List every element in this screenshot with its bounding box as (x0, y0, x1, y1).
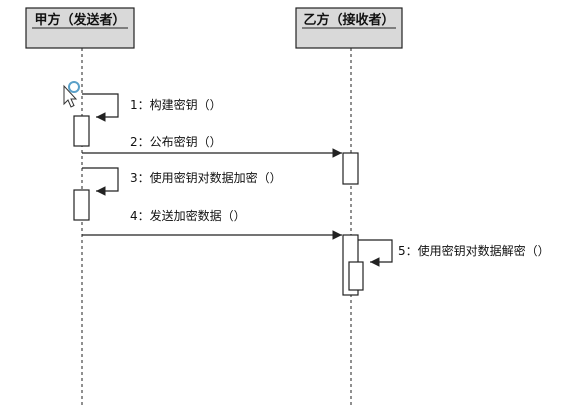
message-1-arrow (82, 93, 119, 122)
message-2-label: 2：公布密钥（） (130, 134, 222, 149)
activation-sender-2 (73, 189, 90, 221)
mouse-cursor-icon (63, 81, 80, 108)
message-5: 5：使用密钥对数据解密（） (358, 239, 550, 267)
actor-sender-label: 甲方（发送者） (34, 12, 125, 28)
message-1: 1：构建密钥（） (82, 93, 222, 122)
actor-receiver-label: 乙方（接收者） (303, 12, 394, 28)
activation-sender-1 (73, 115, 90, 147)
message-5-label: 5：使用密钥对数据解密（） (398, 243, 550, 258)
actor-sender: 甲方（发送者） (25, 7, 135, 49)
message-3: 3：使用密钥对数据加密（） (82, 167, 282, 196)
message-4: 4：发送加密数据（） (82, 208, 342, 240)
activation-receiver-1 (342, 152, 359, 185)
message-4-label: 4：发送加密数据（） (130, 208, 246, 223)
message-3-label: 3：使用密钥对数据加密（） (130, 170, 282, 185)
actor-receiver: 乙方（接收者） (295, 7, 403, 49)
activation-receiver-3 (348, 261, 364, 291)
message-5-arrow (358, 239, 393, 267)
message-1-label: 1：构建密钥（） (130, 97, 222, 112)
message-2: 2：公布密钥（） (82, 134, 342, 158)
message-3-arrow (82, 167, 119, 196)
